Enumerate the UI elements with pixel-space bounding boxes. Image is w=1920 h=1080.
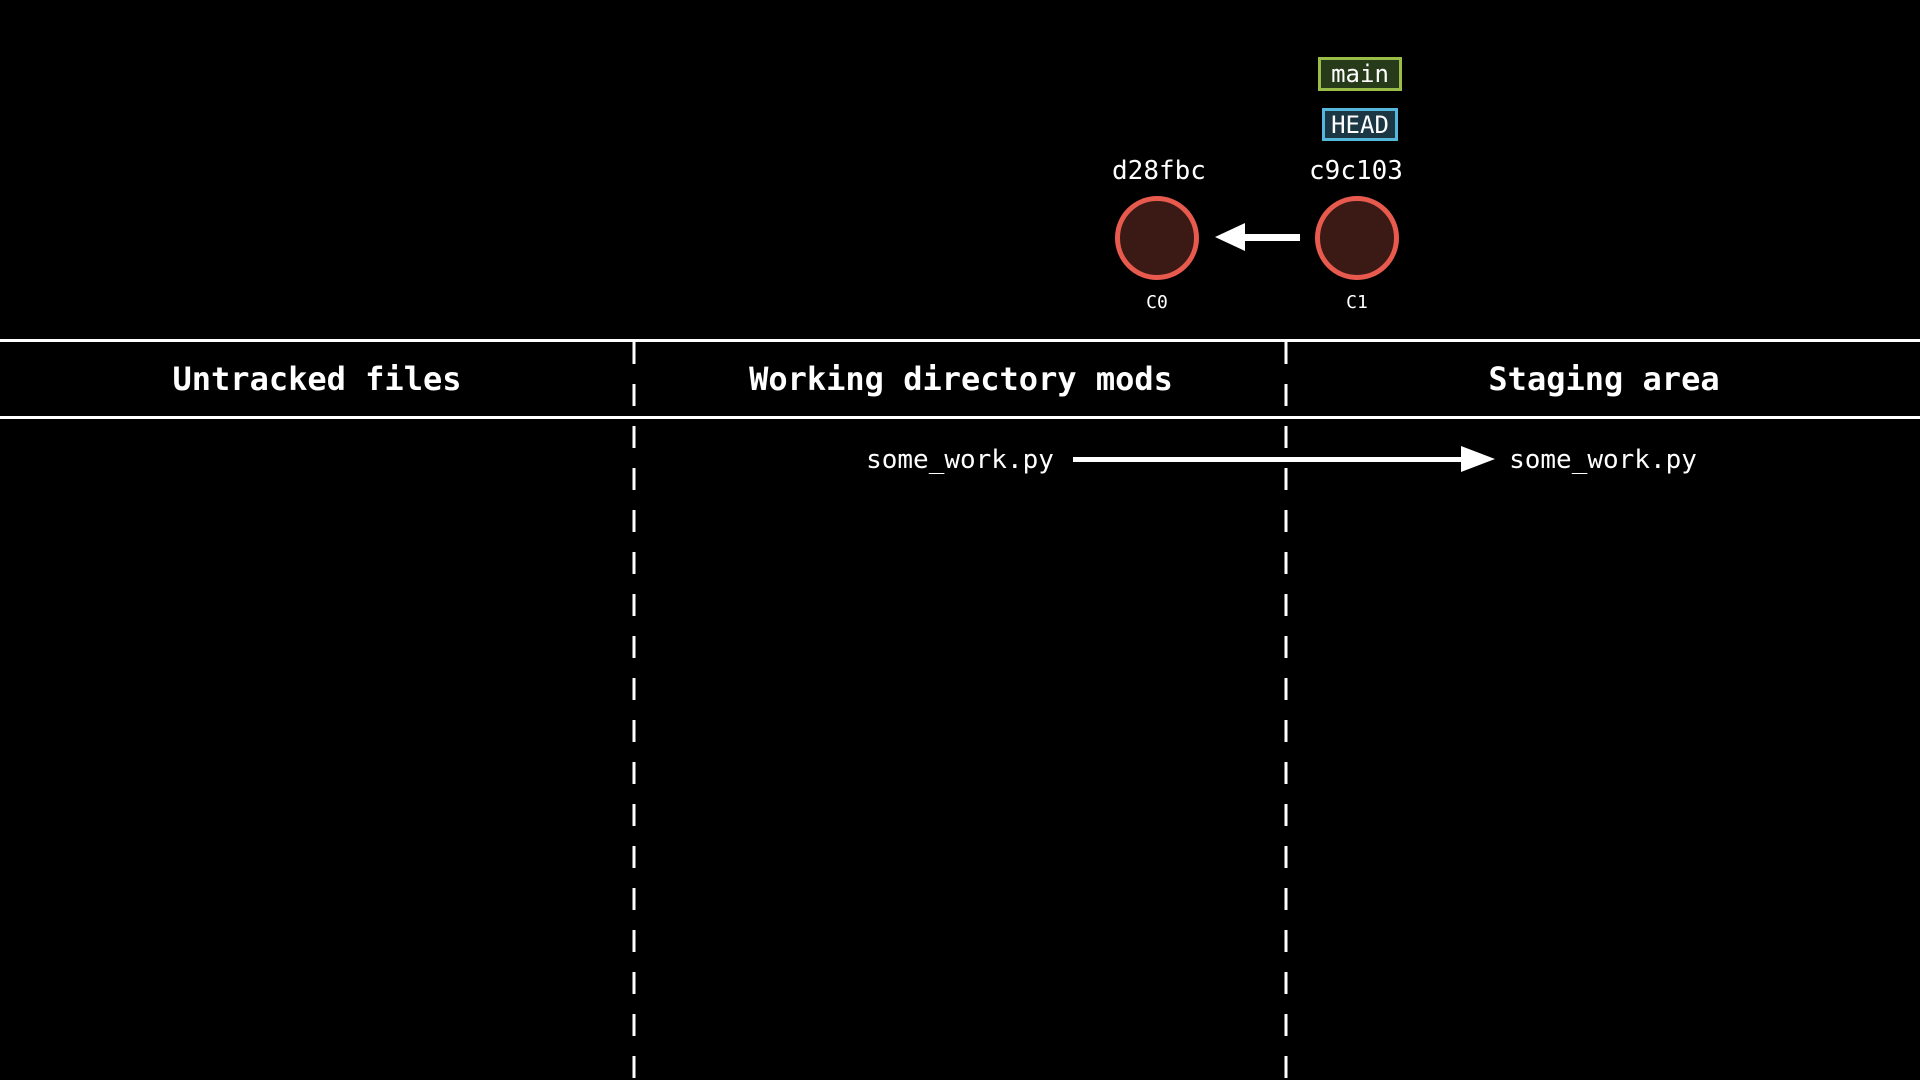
column-header-untracked-files: Untracked files xyxy=(172,360,462,398)
commit-node-c0 xyxy=(1115,196,1199,280)
stage-arrow-right-icon xyxy=(1461,446,1495,472)
stage-arrow-shaft xyxy=(1073,457,1463,462)
branch-badge-main: main xyxy=(1318,57,1402,91)
staged-file-label: some_work.py xyxy=(1509,445,1697,475)
commit-hash-c0: d28fbc xyxy=(1112,156,1206,186)
table-header-border xyxy=(0,416,1920,419)
working-file-label: some_work.py xyxy=(866,445,1054,475)
branch-badge-label: main xyxy=(1331,60,1389,88)
commit-name-c0: C0 xyxy=(1146,292,1168,313)
parent-arrow-left-icon xyxy=(1215,223,1245,251)
column-header-working-directory-mods: Working directory mods xyxy=(749,360,1173,398)
commit-node-c1 xyxy=(1315,196,1399,280)
table-top-border xyxy=(0,339,1920,342)
commit-name-c1: C1 xyxy=(1346,292,1368,313)
parent-arrow-shaft xyxy=(1244,234,1300,241)
commit-hash-c1: c9c103 xyxy=(1309,156,1403,186)
head-badge-label: HEAD xyxy=(1331,110,1389,139)
column-header-staging-area: Staging area xyxy=(1488,360,1720,398)
head-badge: HEAD xyxy=(1322,108,1398,141)
